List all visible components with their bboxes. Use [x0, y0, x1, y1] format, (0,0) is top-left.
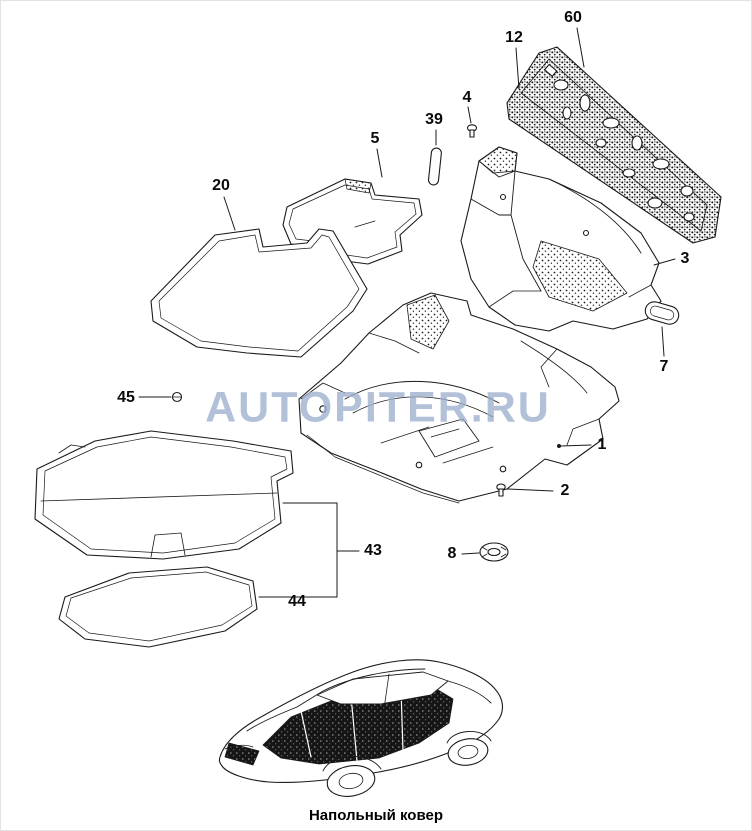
grommet-8-art: [479, 542, 509, 562]
dash-insulation-art: [460, 146, 662, 332]
clip-4-art: [466, 124, 478, 138]
callout-3: 3: [680, 250, 690, 267]
callout-4: 4: [462, 89, 472, 106]
callout-60: 60: [564, 9, 582, 26]
callout-43: 43: [364, 542, 382, 559]
clip-2-art: [496, 483, 506, 497]
strip-39-art: [427, 147, 442, 186]
watermark: AUTOPITER.RU: [205, 383, 551, 432]
floor-mat-20-art: [150, 228, 368, 358]
caption: Напольный ковер: [308, 807, 444, 824]
callout-39: 39: [425, 111, 443, 128]
trunk-mat-44-art: [58, 566, 258, 648]
callout-1: 1: [597, 436, 607, 453]
callout-8: 8: [447, 545, 457, 562]
callout-20: 20: [212, 177, 230, 194]
main-carpet-art: [298, 292, 620, 504]
callout-5: 5: [370, 130, 380, 147]
firewall-panel-art: [506, 46, 722, 244]
car-silhouette-art: [218, 659, 504, 797]
leader-lines: [138, 27, 676, 598]
trunk-mat-upper-art: [34, 430, 294, 560]
callout-45: 45: [117, 389, 135, 406]
callout-7: 7: [659, 358, 669, 375]
callout-12: 12: [505, 29, 523, 46]
clip-45-art: [171, 391, 183, 403]
callout-44: 44: [288, 593, 306, 610]
pad-7-art: [644, 301, 680, 325]
callout-2: 2: [560, 482, 570, 499]
